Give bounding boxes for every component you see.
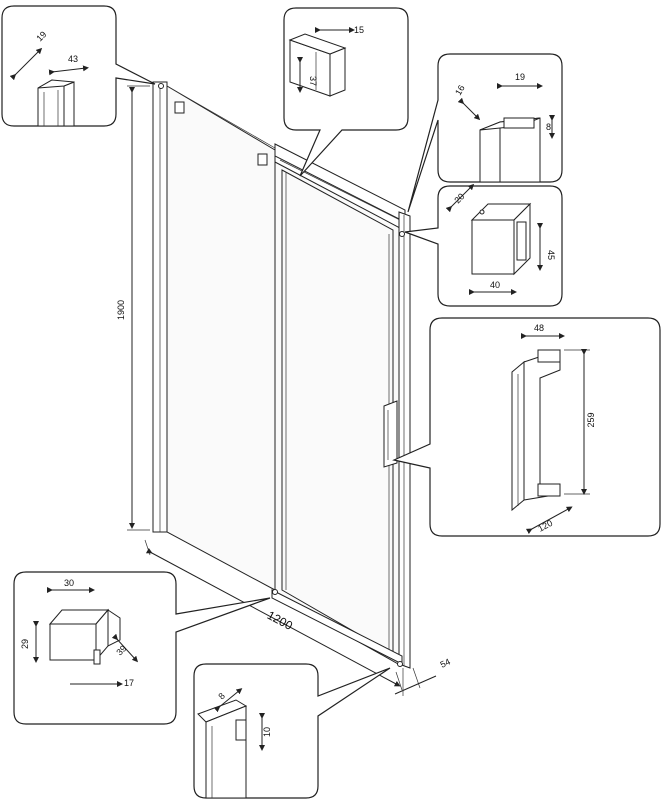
bottom-profile-width-label: 8 [216,691,227,702]
callout-bottom-profile: 8 10 [193,663,391,799]
callout-corner-profile: 19 16 8 [407,53,563,213]
corner-profile-height-label: 8 [546,122,551,132]
wall-profile-width-label: 43 [68,54,78,64]
door-handle [383,400,398,468]
callout-handle: 48 259 120 [392,317,661,537]
top-bar-height-label: 37 [308,76,318,86]
glass-clamp-upper [174,101,185,114]
corner-profile-width-label: 19 [515,72,525,82]
hinge-width-label: 30 [64,578,74,588]
shower-door-assembly [152,81,411,669]
hinge-offset-label: 17 [124,678,134,688]
bottom-profile-height-label: 10 [262,727,272,737]
depth-dimension: 54 [394,657,452,696]
bracket-height-label: 45 [546,250,556,260]
width-dimension-label: 1200 [265,608,295,633]
callout-wall-profile: 19 43 [1,5,156,127]
height-dimension-label: 1900 [116,300,126,320]
hinge-height-label: 29 [20,639,30,649]
height-dimension: 1900 [116,85,150,531]
callout-top-bar: 15 37 [283,7,409,177]
bracket-width-label: 40 [490,280,500,290]
door-glass-panel [274,161,401,666]
handle-length-label: 259 [586,412,596,427]
callout-hinge: 30 29 39 17 [13,571,271,725]
callout-bracket: 20 45 40 [404,183,563,307]
glass-clamp-middle [257,153,268,166]
depth-dimension-label: 54 [439,657,452,670]
handle-depth-label: 48 [534,323,544,333]
wall-profile-right [398,211,411,669]
top-bar-width-label: 15 [354,25,364,35]
corner-profile-depth-label: 16 [453,83,467,97]
